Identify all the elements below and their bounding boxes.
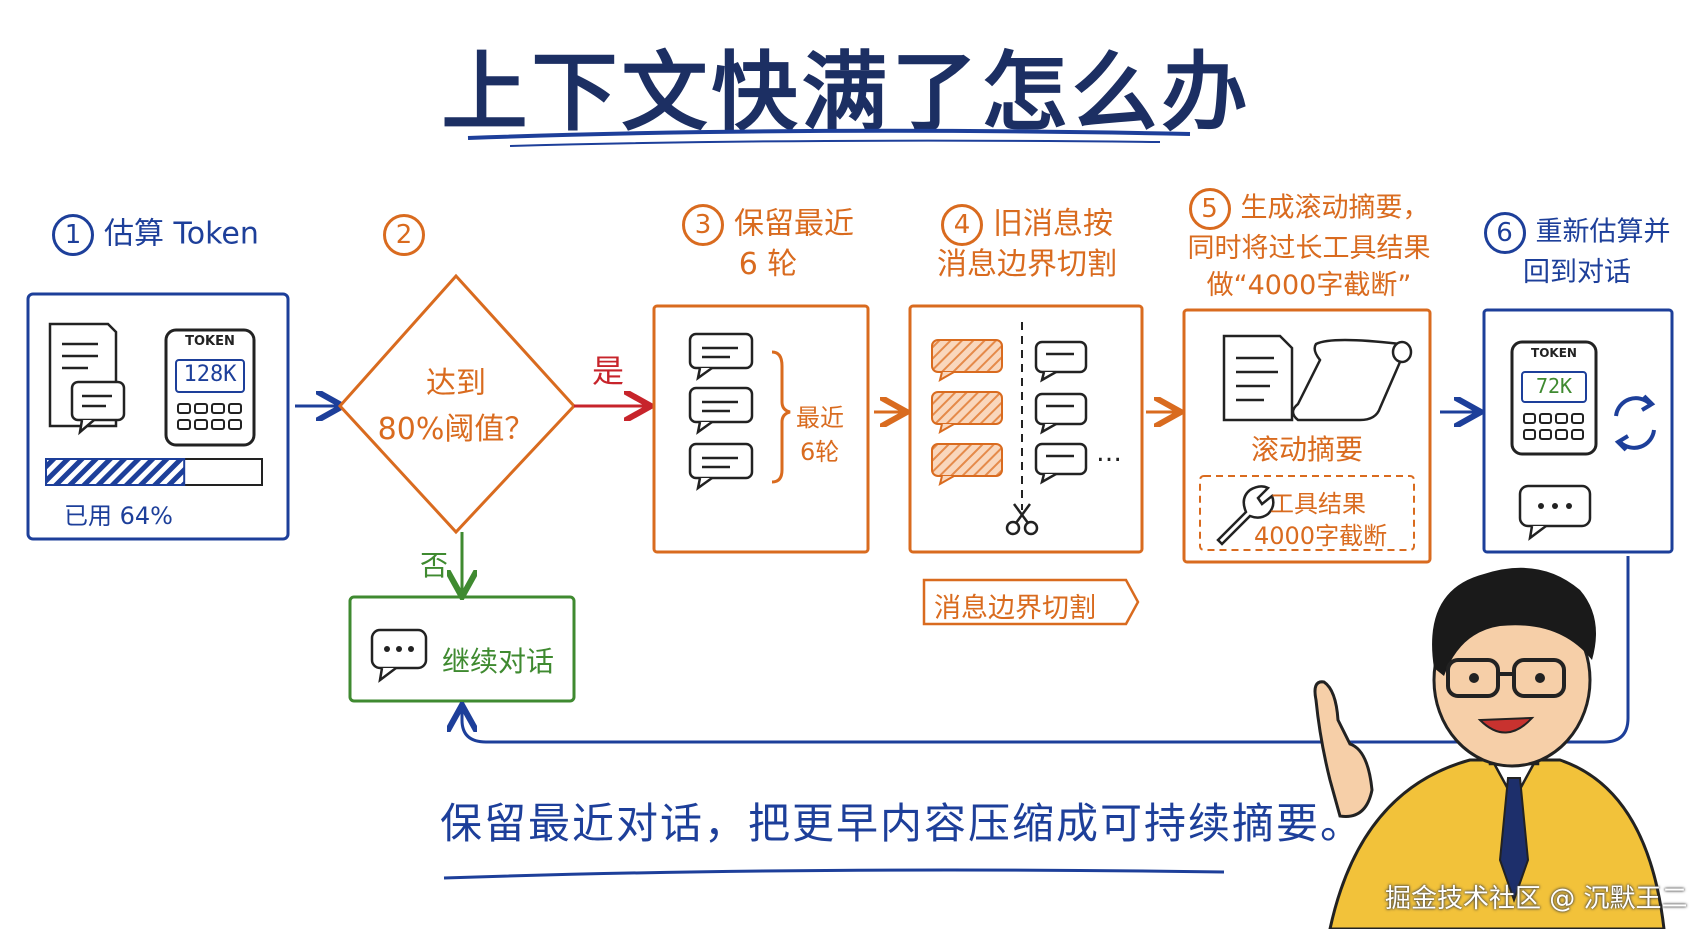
chat-dots-icon [370,628,428,683]
token-counter-icon [164,328,256,447]
no-label: 否 [420,549,449,582]
step5-number: 5 [1188,188,1231,230]
step4-box [908,304,1144,554]
step6-text-2: 回到对话 [1523,257,1631,288]
continue-label: 继续对话 [442,645,555,678]
step2-label: 2 [383,214,435,256]
scissors-icon [1005,503,1039,536]
recent-messages-icon [688,332,754,491]
step5-label: 5 生成滚动摘要， 同时将过长工具结果 做“4000字截断” [1178,188,1440,304]
step4-text-1: 旧消息按 [993,206,1113,242]
step6-box [1482,308,1674,554]
yes-label: 是 [592,352,625,390]
step6-text-1: 重新估算并 [1535,216,1671,248]
boundary-tag [922,578,1140,626]
step2-number: 2 [383,214,425,256]
token-caption: TOKEN [185,334,235,349]
token-value: 128K [183,362,237,387]
token-counter-small-icon [1510,340,1598,456]
step5-text-3: 做“4000字截断” [1206,270,1412,301]
wrench-icon [1216,485,1275,546]
scroll-icon [1291,338,1413,422]
presenter-illustration [1313,567,1666,929]
step1-label: 1 估算 Token [52,214,259,256]
usage-text: 已用 64% [64,502,173,530]
step5-text-2: 同时将过长工具结果 [1187,233,1431,264]
step5-box [1182,308,1432,564]
watermark: 掘金技术社区 @ 沉默王二 [1385,884,1688,914]
summary-label: 滚动摘要 [1250,433,1363,466]
threshold-decision-diamond [337,273,577,535]
old-messages-icon [931,339,1003,487]
tool-result-text-2: 4000字截断 [1254,522,1388,550]
return-loop-arrow [462,556,1630,744]
summary-document-icon [1222,334,1294,422]
brace-text-2: 6轮 [800,438,840,466]
step1-text: 估算 Token [104,216,259,252]
step4-text-2: 消息边界切割 [937,247,1117,282]
page-title: 上下文快满了怎么办 [441,43,1252,143]
new-messages-icon [1034,340,1088,485]
chat-dots-icon-2 [1518,484,1592,541]
token-caption-2: TOKEN [1531,346,1577,360]
step3-label: 3 保留最近 6 轮 [648,204,888,284]
footer-underline [443,868,1225,880]
title-underline [467,128,1191,140]
more-ellipsis: … [1096,438,1122,468]
brace-text-1: 最近 [796,404,844,432]
step1-number: 1 [52,214,94,256]
chat-bubble-icon [70,380,126,436]
decision-text-1: 达到 [426,366,486,401]
boundary-tag-text: 消息边界切割 [934,593,1096,624]
step1-box [26,292,290,541]
tool-result-text-1: 工具结果 [1270,490,1366,518]
step4-label: 4 旧消息按 消息边界切割 [896,204,1158,284]
token-value-2: 72K [1535,374,1573,398]
footer-summary: 保留最近对话，把更早内容压缩成可持续摘要。 [440,799,1365,848]
recent-brace [771,350,791,484]
decision-text-2: 80%阈值？ [377,412,535,447]
refresh-icon [1614,394,1656,452]
continue-box [348,595,576,703]
tool-result-dashed-box [1199,475,1415,551]
step6-label: 6 重新估算并 回到对话 [1470,212,1684,292]
step4-number: 4 [941,204,983,246]
step3-number: 3 [682,204,724,246]
step6-number: 6 [1483,212,1526,254]
step5-text-1: 生成滚动摘要， [1240,192,1430,224]
step3-box [652,304,870,554]
usage-bar-fill [45,458,186,486]
step3-text-1: 保留最近 [734,206,854,242]
step3-text-2: 6 轮 [738,247,798,282]
